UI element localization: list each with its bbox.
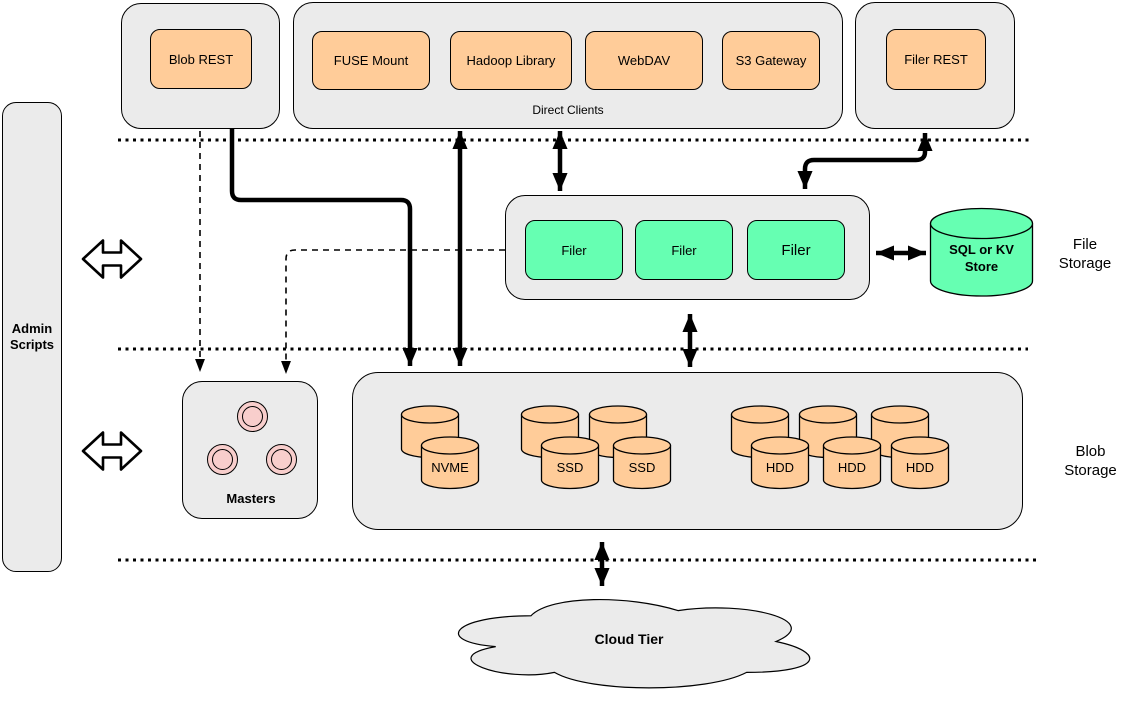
- blob-rest-label: Blob REST: [168, 51, 234, 67]
- hdd-label: HDD: [765, 460, 795, 475]
- admin-blobstorage-doublearrow-icon: [81, 431, 143, 471]
- s3-gateway-node: S3 Gateway: [722, 31, 820, 90]
- hadoop-library-label: Hadoop Library: [466, 53, 556, 68]
- kv-store-label: SQL or KV Store: [949, 242, 1014, 274]
- ssd-cylinder-icon: SSD: [612, 436, 672, 490]
- masters-container: Masters: [182, 381, 318, 519]
- cloud-icon: [457, 598, 811, 689]
- hadoop-library-node: Hadoop Library: [450, 31, 572, 90]
- dashed-filers-masters: [281, 249, 505, 374]
- hdd-label: HDD: [837, 460, 867, 475]
- webdav-label: WebDAV: [617, 53, 671, 68]
- blob-storage-section-label: Blob Storage: [1064, 443, 1117, 479]
- ssd-cylinder-icon: SSD: [540, 436, 600, 490]
- filer-label-1: Filer: [561, 242, 587, 258]
- cloud-tier-shape: Cloud Tier: [433, 590, 825, 694]
- filer-label-3: Filer: [781, 241, 811, 259]
- webdav-node: WebDAV: [585, 31, 703, 90]
- masters-label: Masters: [226, 490, 276, 506]
- hdd-label: HDD: [905, 460, 935, 475]
- fuse-mount-label: FUSE Mount: [333, 53, 409, 68]
- fuse-mount-node: FUSE Mount: [312, 31, 430, 90]
- nvme-label: NVME: [431, 460, 469, 475]
- filer-rest-label: Filer REST: [904, 52, 968, 67]
- ssd-label: SSD: [556, 460, 584, 475]
- nvme-cylinder-icon: NVME: [420, 436, 480, 490]
- filer-label-2: Filer: [671, 242, 697, 258]
- master-node-icon: [266, 444, 297, 475]
- arrow-filerrest-filers: [797, 133, 933, 189]
- filer-rest-node: Filer REST: [886, 29, 986, 90]
- file-storage-section-label: File Storage: [1058, 236, 1112, 272]
- master-node-icon: [207, 444, 238, 475]
- admin-filestorage-doublearrow-icon: [81, 239, 143, 279]
- master-node-icon: [237, 401, 268, 432]
- admin-scripts-box: Admin Scripts: [2, 102, 62, 572]
- hdd-cylinder-icon: HDD: [822, 436, 882, 490]
- kv-store-cylinder-icon: SQL or KV Store: [929, 207, 1034, 298]
- filer-node-2: Filer: [635, 220, 733, 280]
- s3-gateway-label: S3 Gateway: [735, 53, 807, 68]
- ssd-label: SSD: [628, 460, 656, 475]
- hdd-cylinder-icon: HDD: [750, 436, 810, 490]
- blob-rest-node: Blob REST: [150, 29, 252, 89]
- filer-node-3: Filer: [747, 220, 845, 280]
- direct-clients-label: Direct Clients: [532, 102, 604, 117]
- arrow-blobrest-to-blobstorage: [229, 128, 418, 366]
- filer-node-1: Filer: [525, 220, 623, 280]
- hdd-cylinder-icon: HDD: [890, 436, 950, 490]
- cloud-tier-label: Cloud Tier: [594, 631, 664, 648]
- admin-scripts-label: Admin Scripts: [9, 320, 55, 352]
